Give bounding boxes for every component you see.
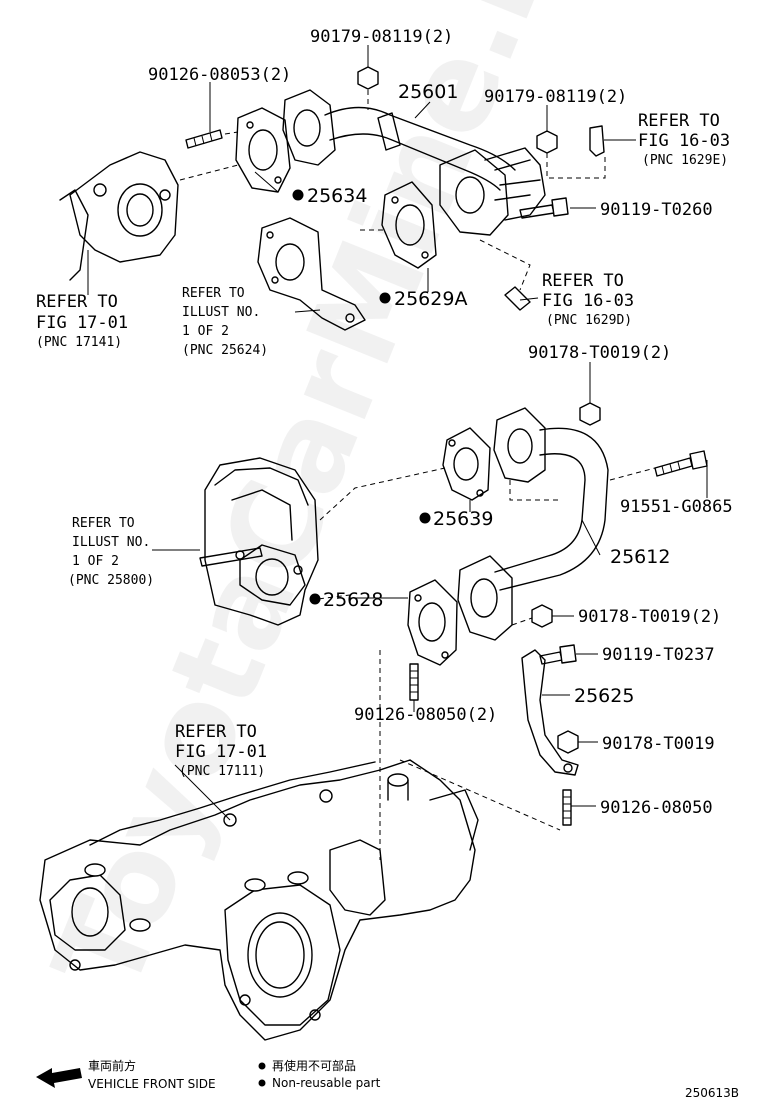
pipe-25612-part [457,407,609,641]
part-label: 25628 [323,589,383,611]
part-label: 25634 [307,185,367,207]
bolt-part [519,197,569,219]
bracket-25625-part [521,649,579,776]
nut-part [531,402,601,628]
filled-dot-icon [309,593,321,605]
hose-clamp-part [589,125,605,157]
filled-dot-icon [258,1062,266,1070]
part-label: 25625 [574,685,634,707]
legend: 車両前方 VEHICLE FRONT SIDE 再使用不可部品 Non-reus… [36,1058,739,1100]
bolt-part [654,450,708,477]
refer-label: ILLUST NO. [72,535,150,550]
leader-lines [87,45,708,821]
filled-dot-icon [379,292,391,304]
nut-part [357,66,558,154]
refer-label: REFER TO [72,516,135,531]
egr-valve-body-part [199,457,319,626]
legend-front-en: VEHICLE FRONT SIDE [88,1077,216,1091]
part-label: 90119-T0237 [602,645,715,665]
refer-label: REFER TO [542,271,624,291]
gasket-25639-part [442,427,491,501]
refer-label: (PNC 17111) [179,764,265,779]
stud-part [409,663,419,701]
nut-part [557,730,579,754]
part-label: 90126-08050(2) [354,705,497,725]
legend-front-jp: 車両前方 [88,1058,136,1073]
part-label: 25601 [398,81,458,103]
part-label: 90126-08053(2) [148,65,291,85]
part-label: 90119-T0260 [600,200,713,220]
part-label: 90126-08050 [600,798,713,818]
figure-id: 250613B [685,1086,739,1100]
bolt-part [539,644,577,665]
refer-label: FIG 17-01 [175,742,267,762]
refer-label: (PNC 25624) [182,343,268,358]
stud-part [562,789,572,826]
stud-part [185,129,223,149]
manifold-stub-part [59,151,179,281]
part-label: 90178-T0019(2) [578,607,721,627]
refer-label: FIG 16-03 [638,131,730,151]
pipe-25601-part [282,89,546,236]
hose-clamp-part [504,286,531,311]
gasket-25628-part [407,579,458,666]
refer-label: (PNC 17141) [36,335,122,350]
refer-label: 1 OF 2 [72,554,119,569]
refer-label: REFER TO [638,111,720,131]
refer-label: REFER TO [175,722,257,742]
refer-label: (PNC 25800) [68,573,154,588]
part-labels: 90179-08119(2) 90126-08053(2) 25601 9017… [36,27,733,818]
legend-nonreuse-en: Non-reusable part [272,1076,381,1090]
refer-label: 1 OF 2 [182,324,229,339]
refer-label: (PNC 1629E) [642,153,728,168]
refer-label: FIG 16-03 [542,291,634,311]
part-label: 25629A [394,288,467,310]
refer-label: ILLUST NO. [182,305,260,320]
refer-label: REFER TO [36,292,118,312]
intake-manifold-part [39,759,479,1041]
arrow-left-icon [36,1068,82,1088]
part-label: 90178-T0019(2) [528,343,671,363]
refer-label: REFER TO [182,286,245,301]
filled-dot-icon [292,189,304,201]
part-label: 90179-08119(2) [310,27,453,47]
part-label: 91551-G0865 [620,497,733,517]
legend-nonreuse-jp: 再使用不可部品 [272,1058,356,1073]
bracket-part [257,217,366,331]
refer-label: (PNC 1629D) [546,313,632,328]
filled-dot-icon [419,512,431,524]
gasket-25629a-part [381,181,437,269]
part-label: 25612 [610,546,670,568]
gasket-25634-part [235,107,291,193]
refer-label: FIG 17-01 [36,313,128,333]
part-label: 90178-T0019 [602,734,715,754]
filled-dot-icon [258,1079,266,1087]
part-label: 90179-08119(2) [484,87,627,107]
part-label: 25639 [433,508,493,530]
